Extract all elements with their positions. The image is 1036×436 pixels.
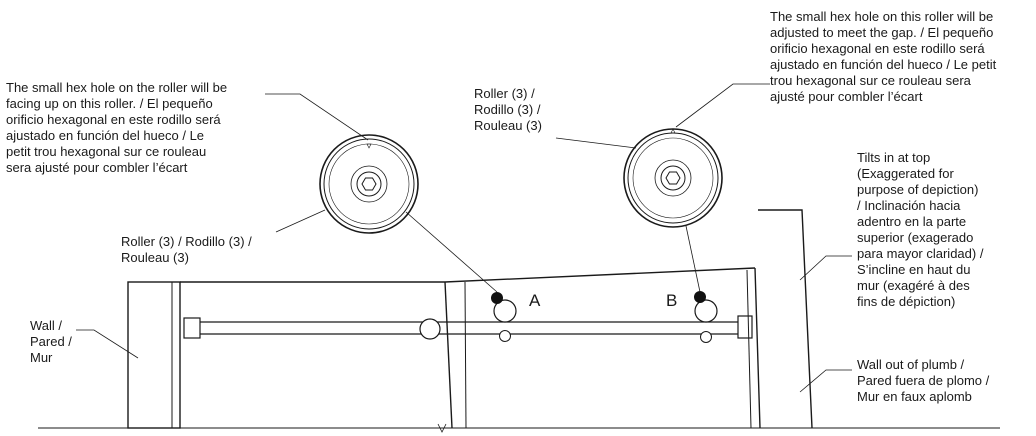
roller-label-left: Roller (3) / Rodillo (3) / Rouleau (3)	[121, 234, 252, 265]
center-divider	[444, 281, 467, 429]
position-a-rollers	[491, 292, 517, 342]
rod	[183, 315, 753, 340]
wall-plumb-note: Wall out of plumb / Pared fuera de plomo…	[857, 357, 990, 404]
marker-a: A	[529, 291, 541, 310]
hex-adjust-note: The small hex hole on this roller will b…	[770, 9, 997, 104]
roller-detail-right	[623, 128, 723, 228]
wall-label-left: Wall / Pared / Mur	[30, 318, 72, 365]
marker-b: B	[666, 291, 678, 310]
roller-detail-left	[319, 134, 419, 234]
frame-top	[180, 267, 756, 283]
right-wall	[758, 209, 813, 429]
hex-up-note: The small hex hole on the roller will be…	[6, 80, 228, 175]
floor-break-mark	[437, 423, 447, 433]
position-b-rollers	[694, 291, 718, 343]
tilts-note: Tilts in at top (Exaggerated for purpose…	[857, 150, 984, 309]
roller-label-right: Roller (3) / Rodillo (3) / Rouleau (3)	[474, 86, 542, 133]
leader-lines	[76, 83, 852, 393]
left-wall	[127, 281, 181, 429]
right-upright	[746, 267, 761, 429]
